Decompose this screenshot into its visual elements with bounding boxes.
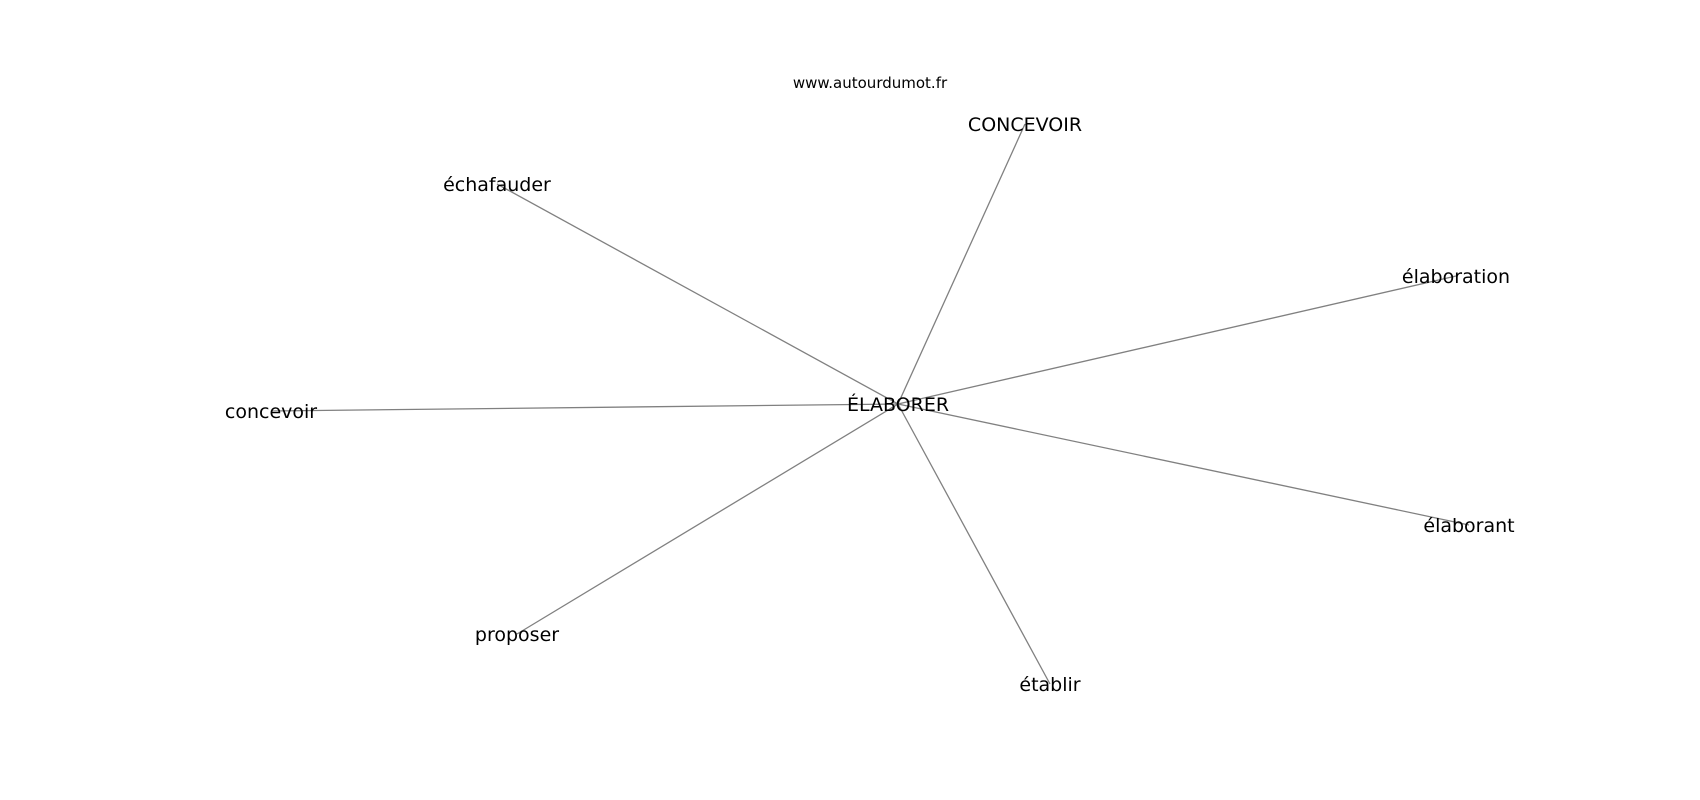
node-label-concevoir[interactable]: CONCEVOIR [968,114,1082,136]
source-watermark: www.autourdumot.fr [793,74,948,92]
edge-elaborer-elaborant [897,403,1470,526]
center-node-label[interactable]: ÉLABORER [847,393,949,416]
node-label-elaboration[interactable]: élaboration [1402,266,1510,288]
graph-nodes: ÉLABORER CONCEVOIR échafauder élaboration co… [225,114,1515,696]
edge-elaborer-proposer [516,403,899,635]
node-label-elaborant[interactable]: élaborant [1423,515,1514,537]
edge-elaborer-etablir [897,403,1051,685]
node-label-proposer[interactable]: proposer [475,624,559,646]
node-label-concevoir[interactable]: concevoir [225,401,317,423]
graph-edges [270,123,1470,685]
edge-elaborer-echafauder [496,183,899,405]
node-label-etablir[interactable]: établir [1019,674,1080,696]
edge-elaborer-concevoir [897,123,1026,405]
node-label-echafauder[interactable]: échafauder [443,174,551,196]
edge-elaborer-concevoir [270,403,899,412]
edge-elaborer-elaboration [897,275,1457,405]
